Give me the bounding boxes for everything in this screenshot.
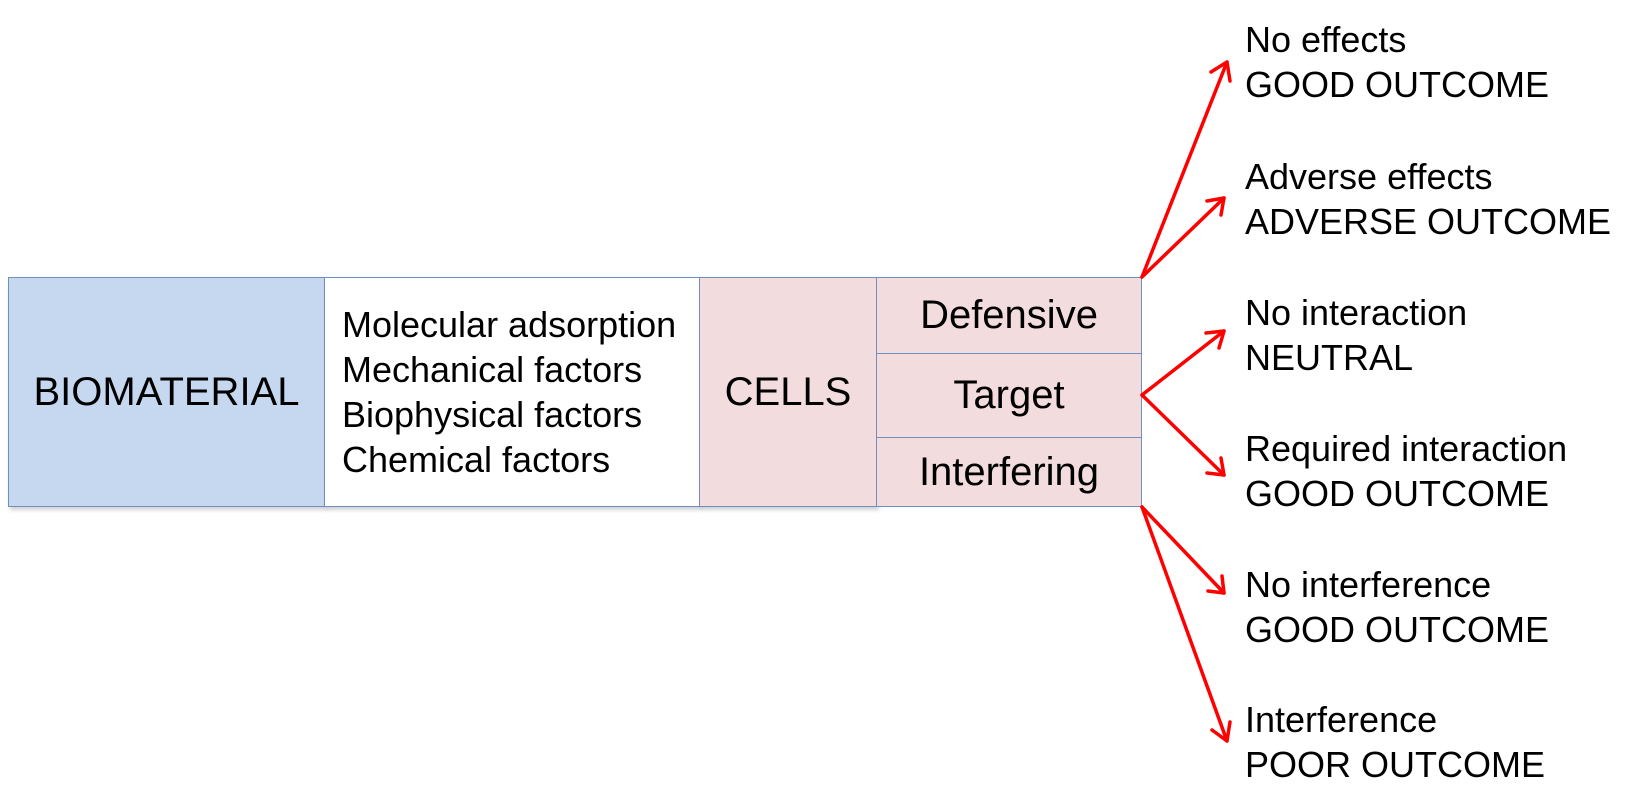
outcome-result: POOR OUTCOME [1245,744,1546,785]
outcome-result: GOOD OUTCOME [1245,64,1549,105]
outcome-result: GOOD OUTCOME [1245,473,1549,514]
cell-type-target: Target [876,353,1142,438]
cell-type-label: Target [953,373,1065,417]
outcome-result: ADVERSE OUTCOME [1245,201,1612,242]
arrow-interference [1140,505,1232,743]
outcome-effect: Adverse effects [1245,156,1493,197]
outcome-effect: Required interaction [1245,428,1568,469]
cells-box: CELLS [699,277,877,507]
outcome-result: NEUTRAL [1245,337,1414,378]
cells-label: CELLS [724,369,852,414]
factor-item: Mechanical factors [342,349,643,390]
cell-type-label: Defensive [920,293,1098,337]
arrow-adverse-effects [1140,196,1226,279]
arrow-required-interaction [1140,393,1226,477]
arrow-no-effects [1140,60,1232,279]
outcome-effect: No effects [1245,19,1407,60]
cell-type-label: Interfering [918,449,1100,494]
cell-type-defensive: Defensive [876,277,1142,354]
biomaterial-box: BIOMATERIAL [8,277,325,507]
factor-item: Molecular adsorption [342,304,677,345]
factor-item: Chemical factors [342,439,611,480]
outcome-effect: No interaction [1245,292,1468,333]
factor-item: Biophysical factors [342,394,643,435]
arrow-no-interference [1140,505,1226,595]
cell-type-interfering: Interfering [876,437,1142,507]
factors-box: Molecular adsorption Mechanical factors … [324,277,700,507]
outcome-required-interaction: Required interaction GOOD OUTCOME [1245,426,1567,516]
outcome-effect: Interference [1245,699,1438,740]
outcome-result: GOOD OUTCOME [1245,609,1549,650]
arrow-no-interaction [1140,329,1226,397]
outcome-no-effects: No effects GOOD OUTCOME [1245,17,1549,107]
outcome-effect: No interference [1245,564,1492,605]
outcome-no-interference: No interference GOOD OUTCOME [1245,562,1549,652]
outcome-interference: Interference POOR OUTCOME [1245,697,1545,787]
outcome-adverse-effects: Adverse effects ADVERSE OUTCOME [1245,154,1611,244]
biomaterial-label: BIOMATERIAL [33,369,300,414]
outcome-no-interaction: No interaction NEUTRAL [1245,290,1467,380]
